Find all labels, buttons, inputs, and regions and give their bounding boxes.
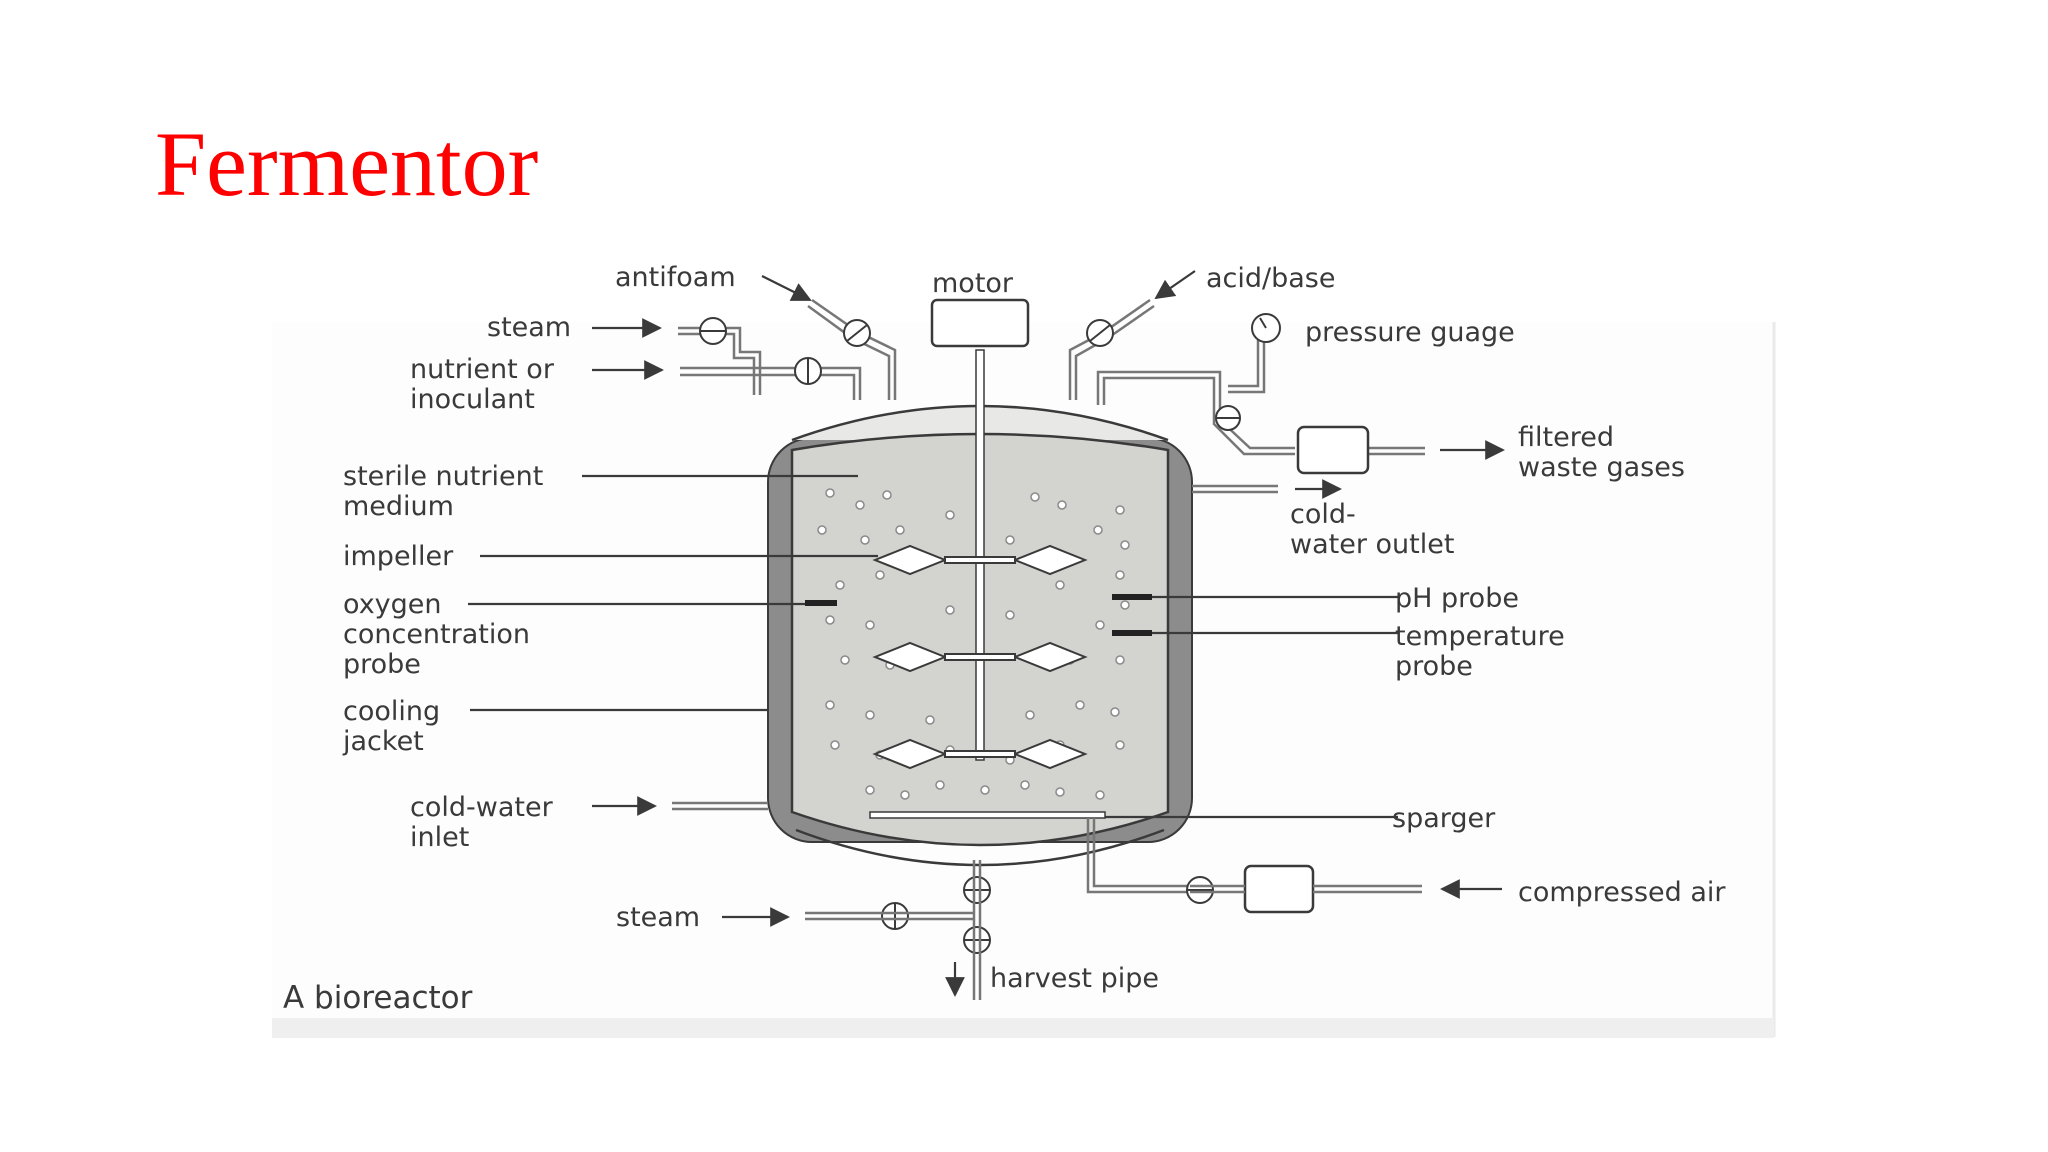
slide-title: Fermentor bbox=[155, 113, 539, 215]
label-oxygen-line1: oxygen bbox=[343, 589, 442, 620]
pressure-gauge bbox=[1251, 313, 1281, 343]
label-nutrient-line2: inoculant bbox=[410, 384, 535, 415]
ph-probe bbox=[1112, 594, 1152, 600]
label-steam-top: steam bbox=[487, 312, 571, 343]
impellers bbox=[872, 544, 1088, 770]
label-coldout-line2: water outlet bbox=[1290, 529, 1454, 560]
sparger bbox=[869, 811, 1190, 894]
label-sterile-line2: medium bbox=[343, 491, 454, 522]
air-filter-box bbox=[1243, 864, 1315, 914]
label-cooling-line1: cooling bbox=[343, 696, 440, 727]
label-nutrient-line1: nutrient or bbox=[410, 354, 555, 385]
label-oxygen-line3: probe bbox=[343, 649, 421, 680]
label-harvest-pipe: harvest pipe bbox=[990, 963, 1159, 994]
leader-lines bbox=[468, 270, 1505, 997]
label-filtered-line1: filtered bbox=[1518, 422, 1614, 453]
label-steam-bottom: steam bbox=[616, 902, 700, 933]
label-coldin-line2: inlet bbox=[410, 822, 469, 853]
figure-caption: A bioreactor bbox=[283, 980, 473, 1016]
label-filtered-line2: waste gases bbox=[1518, 452, 1685, 483]
label-temp-line1: temperature bbox=[1395, 621, 1565, 652]
label-ph-probe: pH probe bbox=[1395, 583, 1519, 614]
valves bbox=[699, 317, 1241, 954]
label-antifoam: antifoam bbox=[615, 262, 736, 293]
impeller-shaft bbox=[975, 349, 985, 761]
filter-box bbox=[1296, 425, 1370, 475]
label-oxygen-line2: concentration bbox=[343, 619, 530, 650]
label-coldin-line1: cold-water bbox=[410, 792, 554, 823]
label-acid-base: acid/base bbox=[1206, 263, 1336, 294]
bottom-pipes bbox=[805, 860, 982, 1000]
label-sparger: sparger bbox=[1392, 803, 1496, 834]
label-sterile-line1: sterile nutrient bbox=[343, 461, 543, 492]
label-coldout-line1: cold- bbox=[1290, 499, 1356, 530]
oxygen-probe bbox=[805, 600, 837, 606]
temperature-probe bbox=[1112, 630, 1152, 636]
label-motor: motor bbox=[932, 268, 1014, 299]
label-cooling-line2: jacket bbox=[342, 726, 424, 757]
label-pressure-gauge: pressure guage bbox=[1305, 317, 1515, 348]
label-temp-line2: probe bbox=[1395, 651, 1473, 682]
label-compressed-air: compressed air bbox=[1518, 877, 1726, 908]
motor-box bbox=[930, 298, 1030, 348]
label-impeller: impeller bbox=[343, 541, 454, 572]
